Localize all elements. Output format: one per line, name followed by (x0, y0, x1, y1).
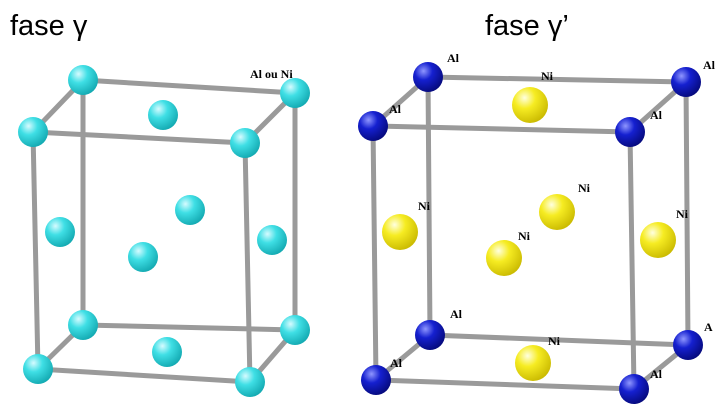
label-a-cut: A (704, 320, 713, 334)
atom-corner (68, 310, 98, 340)
atom-ni-face-center (539, 194, 575, 230)
atom-al-corner (361, 365, 391, 395)
gamma-prime-atoms (358, 62, 703, 404)
atom-face-center (175, 195, 205, 225)
label-ni: Ni (676, 207, 689, 221)
atom-corner (230, 128, 260, 158)
atom-al-corner (615, 117, 645, 147)
label-ni: Ni (418, 199, 431, 213)
label-al: Al (390, 356, 403, 370)
atom-al-corner (413, 62, 443, 92)
label-al: Al (650, 367, 663, 381)
atom-ni-face-center (515, 345, 551, 381)
atom-al-corner (358, 111, 388, 141)
label-ni: Ni (548, 334, 561, 348)
gamma-corner-label: Al ou Ni (250, 67, 293, 81)
atom-corner (280, 315, 310, 345)
atom-corner (23, 354, 53, 384)
gamma-prime-unit-cell: Al Al Al Al Ni Ni Ni Ni Ni Al Ni A Al Al (358, 51, 716, 404)
atom-face-center (45, 217, 75, 247)
label-ni: Ni (541, 69, 554, 83)
gamma-phase-title: fase γ (10, 10, 88, 42)
atom-ni-face-center (512, 87, 548, 123)
gamma-prime-phase-title: fase γ’ (485, 10, 569, 42)
atom-face-center (152, 337, 182, 367)
atom-face-center (128, 242, 158, 272)
label-al: Al (389, 102, 402, 116)
atom-al-corner (671, 67, 701, 97)
atom-corner (280, 78, 310, 108)
label-ni: Ni (518, 229, 531, 243)
atom-al-corner (415, 320, 445, 350)
atom-al-corner (619, 374, 649, 404)
atom-ni-face-center (486, 240, 522, 276)
atom-ni-face-center (382, 214, 418, 250)
label-al: Al (650, 108, 663, 122)
atom-face-center (148, 100, 178, 130)
atom-al-corner (673, 330, 703, 360)
atom-face-center (257, 225, 287, 255)
atom-corner (235, 367, 265, 397)
gamma-unit-cell: Al ou Ni (18, 65, 310, 397)
label-al: Al (450, 307, 463, 321)
label-al: Al (447, 51, 460, 65)
atom-ni-face-center (640, 222, 676, 258)
gamma-atoms (18, 65, 310, 397)
gamma-prime-labels: Al Al Al Al Ni Ni Ni Ni Ni Al Ni A Al Al (389, 51, 716, 381)
atom-corner (68, 65, 98, 95)
gamma-prime-bonds (370, 74, 691, 392)
label-al: Al (703, 58, 716, 72)
atom-corner (18, 117, 48, 147)
label-ni: Ni (578, 181, 591, 195)
